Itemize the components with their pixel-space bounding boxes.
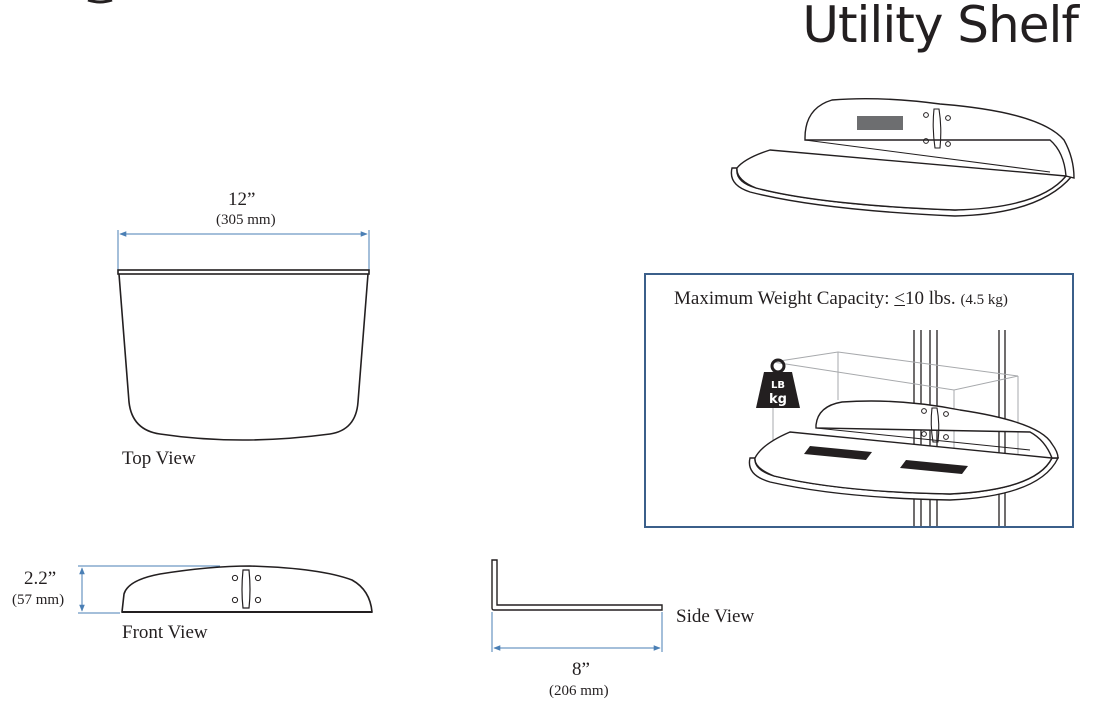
top-view-back-edge: [117, 269, 370, 275]
weight-icon: LB kg: [756, 358, 800, 408]
top-width-inches: 12”: [228, 189, 256, 210]
front-view-keyhole: [241, 569, 251, 609]
capacity-shelf-backplate: [815, 400, 1059, 459]
front-height-mm: (57 mm): [12, 592, 65, 608]
front-view-label: Front View: [122, 622, 208, 643]
top-width-mm: (305 mm): [216, 212, 276, 228]
iso-keyhole: [932, 108, 942, 149]
side-depth-mm: (206 mm): [549, 683, 609, 699]
capacity-slot-left: [804, 446, 872, 460]
capacity-keyhole: [930, 407, 940, 443]
capacity-value: 10 lbs.: [905, 288, 956, 309]
capacity-slot-right: [900, 460, 968, 474]
front-view-outline: [121, 565, 373, 613]
capacity-text: Maximum Weight Capacity: <10 lbs. (4.5 k…: [674, 288, 1008, 310]
weight-icon-top-label: LB: [771, 380, 785, 391]
capacity-prefix: Maximum Weight Capacity:: [674, 288, 895, 309]
iso-shelf-slot: [857, 116, 903, 130]
top-view-label: Top View: [122, 448, 196, 469]
side-view-label: Side View: [676, 606, 755, 627]
capacity-panel: Maximum Weight Capacity: <10 lbs. (4.5 k…: [644, 273, 1074, 528]
page-title: Utility Shelf: [802, 0, 1079, 54]
capacity-metric: (4.5 kg): [960, 292, 1008, 308]
capacity-le-symbol: <: [894, 288, 905, 309]
weight-icon-bottom-label: kg: [769, 392, 787, 407]
capacity-shelf-top: [754, 431, 1054, 495]
iso-shelf-top: [736, 149, 1068, 211]
side-view-profile: [491, 559, 663, 611]
isometric-shelf-drawing: [730, 97, 1075, 217]
cropped-fragment: [87, 0, 113, 4]
side-view-drawing: [491, 559, 663, 652]
front-view-drawing: [78, 565, 373, 614]
top-view-drawing: [117, 230, 370, 441]
capacity-illustration: LB kg: [748, 330, 1060, 527]
side-depth-inches: 8”: [572, 659, 590, 680]
front-height-inches: 2.2”: [24, 568, 57, 589]
top-view-outline: [118, 273, 369, 441]
